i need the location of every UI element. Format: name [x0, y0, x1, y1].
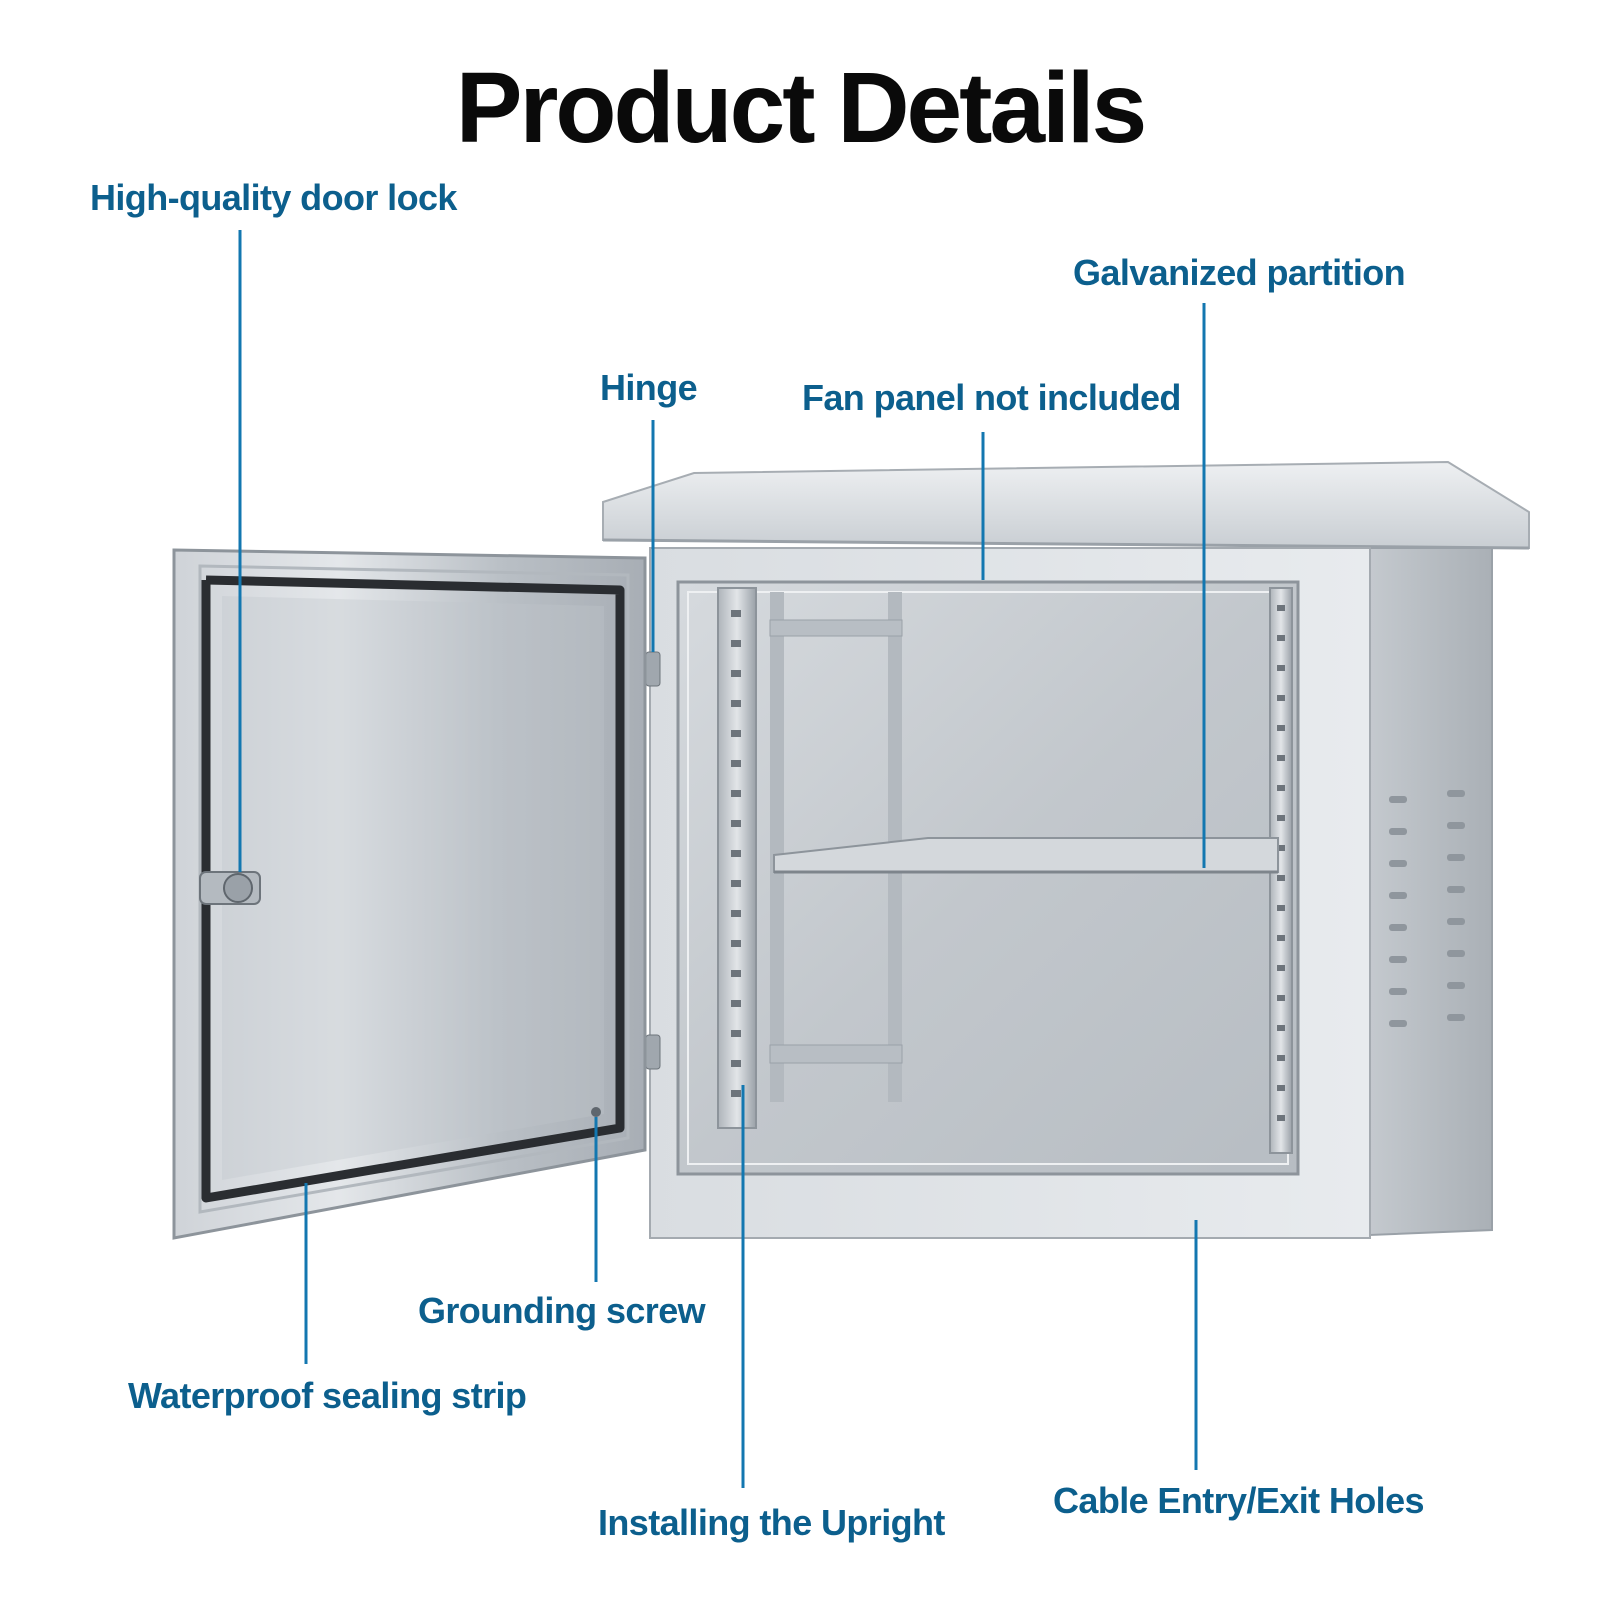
callout-cable-holes: Cable Entry/Exit Holes: [1053, 1480, 1425, 1521]
upright-holes: [731, 610, 741, 1097]
callout-galvanized-partition: Galvanized partition: [1073, 252, 1406, 293]
cabinet-side-panel: [1369, 547, 1493, 1237]
cabinet-door: [172, 548, 647, 1240]
side-vents: [1389, 790, 1465, 1027]
door-lock-hardware: [199, 871, 261, 905]
sealing-strip: [201, 575, 625, 1203]
callout-hinge: Hinge: [600, 367, 698, 408]
hinge-top: [645, 651, 661, 687]
callout-fan-panel: Fan panel not included: [802, 377, 1181, 418]
grounding-screw-head: [591, 1107, 601, 1117]
hinge-bottom: [645, 1034, 661, 1070]
callout-waterproof-strip: Waterproof sealing strip: [128, 1375, 527, 1416]
page-title: Product Details: [455, 52, 1148, 164]
callout-door-lock: High-quality door lock: [90, 177, 457, 218]
leader-lines: [238, 230, 1206, 1488]
callout-grounding-screw: Grounding screw: [418, 1290, 706, 1331]
rack-upright: [717, 587, 757, 1129]
cabinet-roof: [602, 460, 1530, 550]
partition-shelf: [773, 837, 1279, 873]
callout-installing-upright: Installing the Upright: [598, 1502, 945, 1543]
